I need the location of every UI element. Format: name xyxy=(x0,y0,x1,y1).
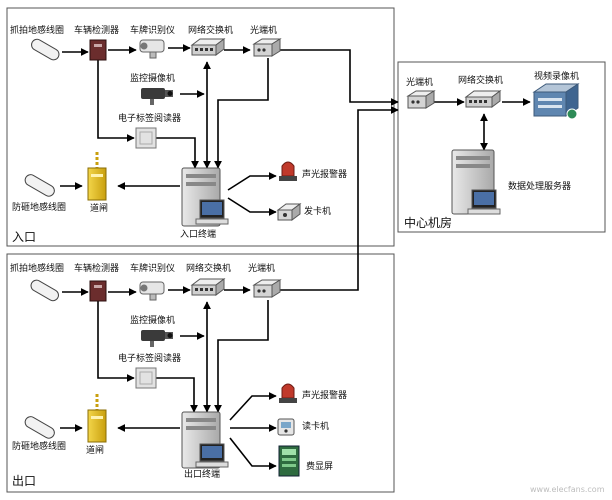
exit-terminal-icon xyxy=(181,411,229,469)
entrance-vehicle-detector-label: 车辆检测器 xyxy=(74,26,120,36)
exit-vehicle-detector-icon xyxy=(89,280,107,302)
entrance-network-switch-label: 网络交换机 xyxy=(188,26,234,36)
center-data-server-icon xyxy=(451,149,501,215)
entrance-anti-smash-loop-label: 防砸地感线圈 xyxy=(12,203,67,213)
exit-vehicle-detector-label: 车辆检测器 xyxy=(74,264,120,274)
center-network-switch-label: 网络交换机 xyxy=(458,76,504,86)
exit-barrier-gate-icon xyxy=(87,394,107,443)
exit-connections xyxy=(60,106,399,470)
entrance-terminal-icon xyxy=(181,167,229,227)
exit-alarm-label: 声光报警器 xyxy=(302,391,348,401)
entrance-network-switch-icon xyxy=(190,38,226,56)
entrance-barrier-gate-label: 道闸 xyxy=(90,204,109,214)
entrance-optical-transceiver-icon xyxy=(252,38,282,57)
exit-surveillance-camera-icon xyxy=(141,330,173,347)
center-network-switch-icon xyxy=(464,90,502,108)
exit-network-switch-icon xyxy=(190,278,226,296)
exit-anti-smash-loop-label: 防砸地感线圈 xyxy=(12,442,67,452)
exit-network-switch-label: 网络交换机 xyxy=(186,264,232,274)
entrance-card-dispenser-label: 发卡机 xyxy=(304,207,332,217)
exit-rfid-reader-label: 电子标签阅读器 xyxy=(118,354,182,364)
entrance-zone-box xyxy=(6,7,395,247)
entrance-vehicle-detector-icon xyxy=(89,39,107,61)
exit-surveillance-camera-label: 监控摄像机 xyxy=(130,316,176,326)
exit-fee-display-label: 费显屏 xyxy=(306,462,334,472)
entrance-plate-recognizer-label: 车牌识别仪 xyxy=(130,26,176,36)
exit-zone-box xyxy=(6,253,395,493)
entrance-connections xyxy=(60,44,399,216)
exit-plate-recognizer-label: 车牌识别仪 xyxy=(130,264,176,274)
entrance-zone-label: 入口 xyxy=(12,230,37,244)
center-optical-transceiver-label: 光端机 xyxy=(406,78,434,88)
entrance-plate-recognizer-icon xyxy=(139,39,165,59)
center-video-recorder-label: 视频录像机 xyxy=(534,72,580,82)
exit-fee-display-icon xyxy=(278,445,300,477)
exit-card-reader-icon xyxy=(277,418,295,436)
entrance-capture-loop-label: 抓拍地感线圈 xyxy=(10,26,65,36)
entrance-rfid-reader-label: 电子标签阅读器 xyxy=(118,114,182,124)
entrance-optical-transceiver-label: 光端机 xyxy=(250,26,278,36)
exit-plate-recognizer-icon xyxy=(139,281,165,301)
center-data-server-label: 数据处理服务器 xyxy=(508,182,572,192)
exit-capture-loop-label: 抓拍地感线圈 xyxy=(10,264,65,274)
entrance-surveillance-camera-label: 监控摄像机 xyxy=(130,74,176,84)
exit-card-reader-label: 读卡机 xyxy=(302,422,330,432)
entrance-alarm-icon xyxy=(279,161,297,181)
exit-alarm-icon xyxy=(279,383,297,403)
exit-barrier-gate-label: 道闸 xyxy=(86,446,105,456)
entrance-capture-loop-icon xyxy=(31,38,60,61)
entrance-terminal-label: 入口终端 xyxy=(180,230,217,240)
exit-optical-transceiver-icon xyxy=(252,279,282,298)
center-video-recorder-icon xyxy=(532,83,580,120)
center-zone-box xyxy=(397,61,606,233)
exit-zone-label: 出口 xyxy=(12,474,37,488)
entrance-alarm-label: 声光报警器 xyxy=(302,170,348,180)
entrance-anti-smash-loop-icon xyxy=(24,174,55,197)
entrance-card-dispenser-icon xyxy=(276,203,302,221)
entrance-barrier-gate-icon xyxy=(87,152,107,201)
exit-terminal-label: 出口终端 xyxy=(184,470,221,480)
exit-optical-transceiver-label: 光端机 xyxy=(248,264,276,274)
watermark: www.elecfans.com xyxy=(530,485,605,494)
center-zone-label: 中心机房 xyxy=(404,216,453,230)
entrance-rfid-reader-icon xyxy=(135,127,157,149)
exit-capture-loop-icon xyxy=(30,279,59,302)
center-connections xyxy=(432,98,531,151)
exit-rfid-reader-icon xyxy=(135,367,157,389)
entrance-surveillance-camera-icon xyxy=(141,88,173,105)
exit-anti-smash-loop-icon xyxy=(24,416,55,439)
center-optical-transceiver-icon xyxy=(406,90,436,109)
